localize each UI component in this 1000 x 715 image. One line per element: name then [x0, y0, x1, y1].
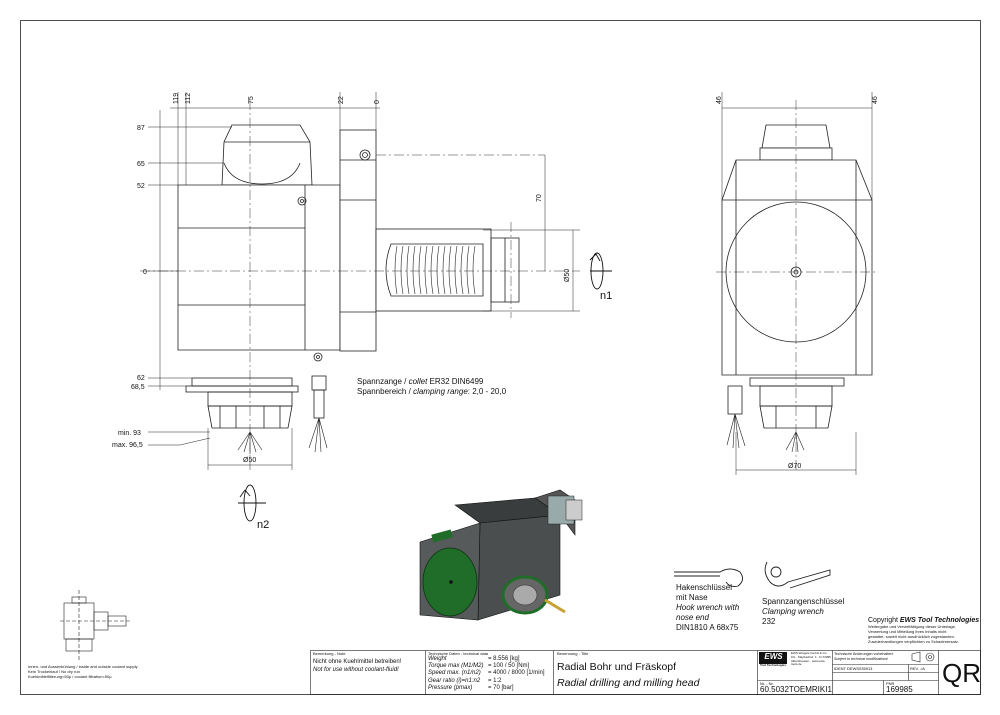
collet-line-2: Spannbereich / clamping range: 2,0 - 20,…: [357, 387, 507, 396]
note-cell: Bemerkung - Note Nicht ohne Kuehlmittel …: [313, 651, 423, 674]
dim-46-right: 46: [872, 96, 879, 104]
tech-data-cell: Technische Daten - technical data Weight…: [428, 651, 552, 692]
note-de: Nicht ohne Kuehlmittel betreiben!: [313, 659, 402, 665]
ews-logo: EWS: [764, 652, 783, 661]
company-address: EWS Weigele GmbH & Co. KG · Maybachstr. …: [791, 651, 831, 667]
tech-data-row: Weight = 8.556 [kg]: [428, 656, 552, 663]
hook-wrench-drawing: [674, 568, 743, 587]
dim-75: 75: [248, 96, 255, 104]
side-view: [721, 124, 873, 453]
ident-number: IDENT DEWS035913: [834, 666, 873, 671]
hook-wrench-en-2: nose end: [676, 613, 709, 622]
dim-62: 62: [137, 375, 145, 382]
dim-0-top: 0: [374, 100, 381, 104]
tech-data-key: Pressure (pmax): [428, 684, 473, 691]
tech-data-value: = 70 [bar]: [488, 684, 514, 691]
tech-data-rows: Weight = 8.556 [kg] Torque max (M1/M2) = 10…: [428, 656, 552, 692]
copyright-line-1: Weitergabe und Vervielfältigung dieser U…: [868, 624, 956, 629]
title-german: Radial Bohr und Fräskopf: [557, 661, 677, 673]
pnr-label: PNR: [886, 681, 895, 686]
tech-data-row: Pressure (pmax) = 70 [bar]: [428, 685, 552, 692]
dim-min-93: min. 93: [118, 430, 141, 437]
ews-logo-sub: Tool Technologies: [759, 663, 787, 667]
isometric-3d-view: [419, 489, 583, 621]
hook-wrench-spec: DIN1810 A 68x75: [676, 623, 739, 632]
collet-wrench-de: Spannzangenschlüssel: [762, 597, 845, 606]
rotation-arrow-n2: [238, 484, 266, 522]
qr-label: QR: [942, 658, 981, 688]
dim-max-96-5: max. 96,5: [112, 442, 143, 449]
tech-data-value: = 4000 / 8000 [1/min]: [488, 670, 545, 677]
ews-logo-block: [759, 652, 787, 664]
collet-wrench-drawing: [764, 561, 831, 589]
dim-52: 52: [137, 183, 145, 190]
tech-data-value: = 1:2: [488, 677, 502, 684]
hook-wrench-de-2: mit Nase: [676, 593, 708, 602]
title-english: Radial drilling and milling head: [557, 677, 700, 689]
hook-wrench-label: Hakenschlüssel mit Nase Hook wrench with…: [676, 583, 739, 633]
title-cell: Benennung - Title Radial Bohr und Fräsko…: [557, 651, 755, 689]
tech-data-value: = 100 / 50 [Nm]: [488, 663, 530, 670]
dim-112: 112: [185, 93, 192, 104]
part-number: 60.5032TOEMRIKI1: [760, 685, 832, 694]
modification-note-de: Technische Änderungen vorbehalten!: [834, 652, 894, 656]
copyright-block: Copyright EWS Tool Technologies Weiterga…: [868, 617, 980, 644]
pnr-number: 169985: [886, 685, 913, 694]
tech-data-key: Torque max (M1/M2): [428, 663, 484, 670]
tech-data-key: Speed max. (n1/n2): [428, 670, 481, 677]
dim-0: 0: [143, 269, 147, 276]
tech-data-key: Weight: [428, 656, 447, 662]
coolant-note-3: Kuehlmittelfilterung<50µ / coolant filtr…: [28, 674, 112, 679]
hook-wrench-de-1: Hakenschlüssel: [676, 583, 733, 592]
tech-data-row: Torque max (M1/M2) = 100 / 50 [Nm]: [428, 663, 552, 670]
collet-line-1: Spannzange / collet ER32 DIN6499: [357, 377, 484, 386]
label-n2: n2: [257, 519, 269, 531]
dim-68-5: 68,5: [131, 384, 145, 391]
dim-phi70: Ø70: [788, 463, 801, 470]
projection-symbol-icon: [911, 651, 935, 663]
title-label: Benennung - Title: [557, 651, 589, 656]
copyright-heading: Copyright EWS Tool Technologies: [868, 617, 980, 624]
part-number-label: Nr. - Nr.: [760, 681, 774, 686]
copyright-line-3: gestattet, soweit nicht ausdrücklich zug…: [868, 634, 955, 639]
dim-119: 119: [173, 93, 180, 104]
title-block-grid: [310, 650, 981, 695]
coolant-notes: Innen- und Aussenkühlung / inside and ou…: [28, 664, 138, 679]
dim-87: 87: [137, 125, 145, 132]
side-center-lines: [716, 100, 878, 470]
dim-65: 65: [137, 161, 145, 168]
coolant-schematic: [60, 590, 130, 660]
tech-data-key: Gear ratio (i)=n1:n2: [428, 677, 481, 684]
note-en: Not for use without coolant-fluid!: [313, 666, 399, 673]
front-center-lines: [140, 100, 580, 470]
note-label: Bemerkung - Note: [313, 651, 346, 656]
collet-wrench-en: Clamping wrench: [762, 607, 824, 616]
collet-wrench-spec: 232: [762, 617, 776, 626]
modification-note-en: Subject to technical modifications!: [834, 656, 889, 661]
tech-data-label: Technische Daten - technical data: [428, 651, 489, 656]
dim-phi50-radial: Ø50: [564, 269, 571, 282]
dim-46-left: 46: [716, 96, 723, 104]
coolant-note-1: Innen- und Aussenkühlung / inside and ou…: [28, 664, 138, 669]
copyright-line-2: Verwertung und Mitteilung ihres Inhalts …: [868, 629, 947, 634]
dim-phi50-bottom: Ø50: [243, 457, 256, 464]
label-n1: n1: [600, 290, 612, 302]
dim-70: 70: [536, 194, 543, 202]
modification-note: Technische Änderungen vorbehalten! Subje…: [834, 652, 908, 661]
tech-data-row: Gear ratio (i)=n1:n2 = 1:2: [428, 678, 552, 685]
side-dimension-lines: [721, 92, 873, 475]
collet-wrench-label: Spannzangenschlüssel Clamping wrench 232: [762, 597, 844, 627]
revision: REV. :/A: [910, 666, 925, 671]
copyright-line-4: Zuwiderhandlungen verpflichten zu Schade…: [868, 639, 959, 644]
coolant-note-2: Kein Trockenlauf / No dry run: [28, 669, 80, 674]
dim-22: 22: [338, 96, 345, 104]
hook-wrench-en-1: Hook wrench with: [676, 603, 740, 612]
front-dimension-lines: [148, 92, 580, 470]
tech-data-row: Speed max. (n1/n2) = 4000 / 8000 [1/min]: [428, 670, 552, 677]
rotation-arrow-n1: [589, 252, 612, 290]
tech-data-value: = 8.556 [kg]: [488, 656, 520, 662]
front-view: [177, 124, 520, 454]
